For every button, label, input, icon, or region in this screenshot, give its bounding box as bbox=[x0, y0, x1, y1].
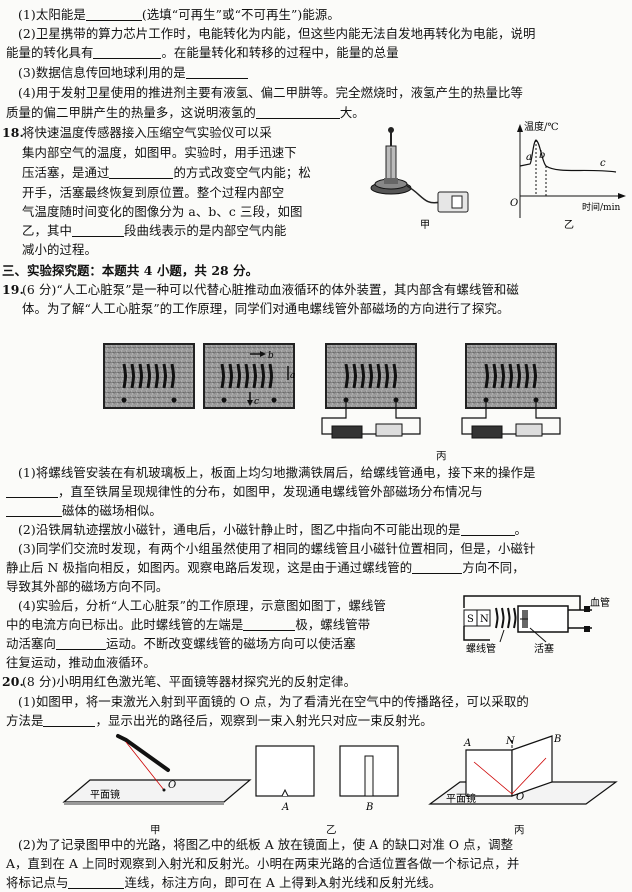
x-axis-label: 时间/min bbox=[582, 201, 620, 213]
q19-p3-line-2: 静止后 N 极指向相反，如图丙。观察电路后发现，这是由于通过螺线管的方向不同， bbox=[6, 560, 525, 575]
q17-line-4: (3)数据信息传回地球利用的是 bbox=[18, 64, 248, 82]
q18-line-1: 将快速温度传感器接入压缩空气实验仪可以采 bbox=[22, 125, 272, 140]
answer-blank[interactable] bbox=[255, 105, 340, 119]
q17-line-6: 质量的偏二甲肼产生的热量多，这说明液氢的大。 bbox=[6, 105, 365, 120]
board-label: B bbox=[553, 734, 561, 745]
answer-blank[interactable] bbox=[412, 560, 463, 574]
board-label: A bbox=[281, 802, 289, 813]
point-label: O bbox=[168, 780, 176, 791]
q19-p1-line-2: ，直至铁屑呈现规律性的分布，如图甲，发现通电螺线管外部磁场分布情况与 bbox=[6, 483, 483, 501]
answer-blank[interactable] bbox=[43, 713, 96, 727]
piston-label: 活塞 bbox=[534, 642, 554, 655]
answer-blank[interactable] bbox=[85, 7, 142, 21]
q20-line-2: (1)如图甲，将一束激光入射到平面镜的 O 点，为了看清光在空气中的传播路径，可… bbox=[18, 694, 529, 709]
question-number: 18. bbox=[2, 125, 24, 140]
answer-blank[interactable] bbox=[460, 522, 515, 536]
normal-label: N bbox=[505, 736, 516, 747]
q18-line-7: 减小的过程。 bbox=[22, 242, 97, 257]
section-heading: 三、实验探究题：本题共 4 小题，共 28 分。 bbox=[2, 263, 259, 278]
temperature-time-graph: 温度/℃ O 时间/min a b c 乙 bbox=[510, 120, 626, 231]
answer-blank[interactable] bbox=[68, 875, 125, 889]
needle-label: b bbox=[268, 351, 274, 361]
q19-p4-line-3: 动活塞向运动。不断改变螺线管的磁场方向可以使活塞 bbox=[6, 636, 356, 651]
board-label: A bbox=[463, 738, 471, 749]
q18-line-3: 压活塞，是通过的方式改变空气内能；松 bbox=[22, 165, 311, 180]
segment-label: c bbox=[600, 158, 606, 169]
question-number: 19. bbox=[2, 282, 24, 297]
vessel-label: 血管 bbox=[590, 596, 610, 609]
answer-blank[interactable] bbox=[93, 45, 162, 59]
q19-line-1: (6 分)“人工心脏泵”是一种可以代替心脏推动血液循环的体外装置，其内部含有螺线… bbox=[22, 282, 519, 297]
figure-caption: 乙 bbox=[326, 824, 337, 836]
point-label: O bbox=[516, 792, 524, 803]
q19-p4-line-2: 中的电流方向已标出。此时螺线管的左端是极，螺线管带 bbox=[6, 617, 371, 632]
q18-line-2: 集内部空气的温度，如图甲。实验时，用手迅速下 bbox=[22, 145, 297, 160]
needle-label: c bbox=[254, 397, 259, 407]
origin-label: O bbox=[510, 198, 518, 209]
answer-blank[interactable] bbox=[243, 617, 296, 631]
q19-p3-line-1: (3)同学们交流时发现，有两个小组虽然使用了相同的螺线管且小磁针位置相同，但是，… bbox=[18, 541, 536, 556]
solenoid-label: 螺线管 bbox=[466, 642, 496, 655]
segment-label: a bbox=[526, 152, 532, 163]
board-label: B bbox=[365, 802, 373, 813]
q20-line-3: 方法是，显示出光的路径后，观察到一束入射光只对应一束反射光。 bbox=[6, 713, 433, 728]
pole-label: N bbox=[480, 614, 489, 625]
q17-line-2: (2)卫星携带的算力芯片工作时，电能转化为内能，但这些内能无法自发地再转化为电能… bbox=[18, 26, 536, 41]
q19-p1-line-1: (1)将螺线管安装在有机玻璃板上，板面上均匀地撒满铁屑后，给螺线管通电，接下来的… bbox=[18, 465, 536, 480]
paper-board-a bbox=[255, 745, 315, 797]
iron-filings-board bbox=[465, 343, 557, 409]
q19-p3-line-3: 导致其外部的磁场方向不同。 bbox=[6, 579, 169, 594]
q18-line-4: 开手，活塞最终恢复到原位置。整个过程内部空 bbox=[22, 185, 285, 200]
answer-blank[interactable] bbox=[6, 484, 58, 498]
q20-line-1: (8 分)小明用红色激光笔、平面镜等器材探究光的反射定律。 bbox=[22, 674, 357, 689]
q17-line-5: (4)用于发射卫星使用的推进剂主要有液氢、偏二甲肼等。完全燃烧时，液氢产生的热量… bbox=[18, 85, 523, 100]
question-number: 20. bbox=[2, 674, 24, 689]
q19-line-2: 体。为了解“人工心脏泵”的工作原理，同学们对通电螺线管外部磁场的方向进行了探究。 bbox=[22, 301, 510, 316]
iron-filings-board bbox=[203, 343, 295, 409]
page-number: 1 - 3 bbox=[306, 879, 327, 889]
segment-label: b bbox=[539, 150, 545, 161]
laser-pointer bbox=[116, 734, 170, 772]
battery bbox=[331, 425, 363, 439]
battery bbox=[471, 425, 503, 439]
mirror-label: 平面镜 bbox=[90, 788, 120, 801]
compressor-apparatus-figure: 甲 bbox=[370, 127, 469, 231]
q20-p2-line-1: (2)为了记录图甲中的光路，将图乙中的纸板 A 放在镜面上，使 A 的缺口对准 … bbox=[18, 837, 514, 852]
figure-caption: 甲 bbox=[420, 220, 430, 231]
needle-label: a bbox=[290, 371, 295, 381]
solenoid-experiment-figures: b a c bbox=[103, 343, 561, 439]
solenoid-coil bbox=[495, 607, 517, 629]
q19-p4-line-4: 往复运动，推动血液循环。 bbox=[6, 655, 156, 670]
q20-p2-line-2: A，直到在 A 上同时观察到入射光和反射光。小明在两束光路的合适位置各做一个标记… bbox=[6, 856, 520, 871]
q17-line-3: 能量的转化具有。在能量转化和转移的过程中，能量的总量 bbox=[6, 45, 399, 60]
reflection-experiment-figures: O 平面镜 A B A N B O 平面镜 bbox=[62, 734, 618, 813]
mirror-label: 平面镜 bbox=[446, 792, 476, 805]
figure-caption: 丙 bbox=[514, 824, 525, 836]
q19-p1-line-3: 磁体的磁场相似。 bbox=[6, 502, 162, 520]
figure-caption: 甲 bbox=[150, 824, 161, 836]
temperature-curve bbox=[519, 139, 617, 173]
answer-blank[interactable] bbox=[71, 223, 124, 237]
figure-caption: 乙 bbox=[564, 219, 574, 231]
answer-blank[interactable] bbox=[55, 636, 106, 650]
heart-pump-diagram: S N 血管 螺线管 活塞 bbox=[463, 595, 610, 655]
answer-blank[interactable] bbox=[109, 165, 174, 179]
answer-blank[interactable] bbox=[6, 503, 62, 517]
q19-p2: (2)沿铁屑轨迹摆放小磁针，通电后，小磁针静止时，图乙中指向不可能出现的是。 bbox=[18, 522, 528, 537]
y-axis-label: 温度/℃ bbox=[524, 120, 559, 133]
q19-p4-line-1: (4)实验后，分析“人工心脏泵”的工作原理，示意图如图丁，螺线管 bbox=[18, 598, 386, 613]
q17-line-1: (1)太阳能是(选填“可再生”或“不可再生”)能源。 bbox=[18, 7, 340, 22]
q18-line-5: 气温度随时间变化的图像分为 a、b、c 三段，如图 bbox=[22, 204, 303, 219]
q20-p2-line-3: 将标记点与连线，标注方向，即可在 A 上得到入射光线和反射光线。 bbox=[6, 875, 442, 890]
q18-line-6: 乙，其中段曲线表示的是内部空气内能 bbox=[22, 223, 287, 238]
figure-caption: 丙 bbox=[436, 450, 447, 462]
switch bbox=[515, 423, 543, 437]
answer-blank[interactable] bbox=[185, 65, 248, 79]
pole-label: S bbox=[467, 614, 474, 625]
switch bbox=[375, 423, 403, 437]
